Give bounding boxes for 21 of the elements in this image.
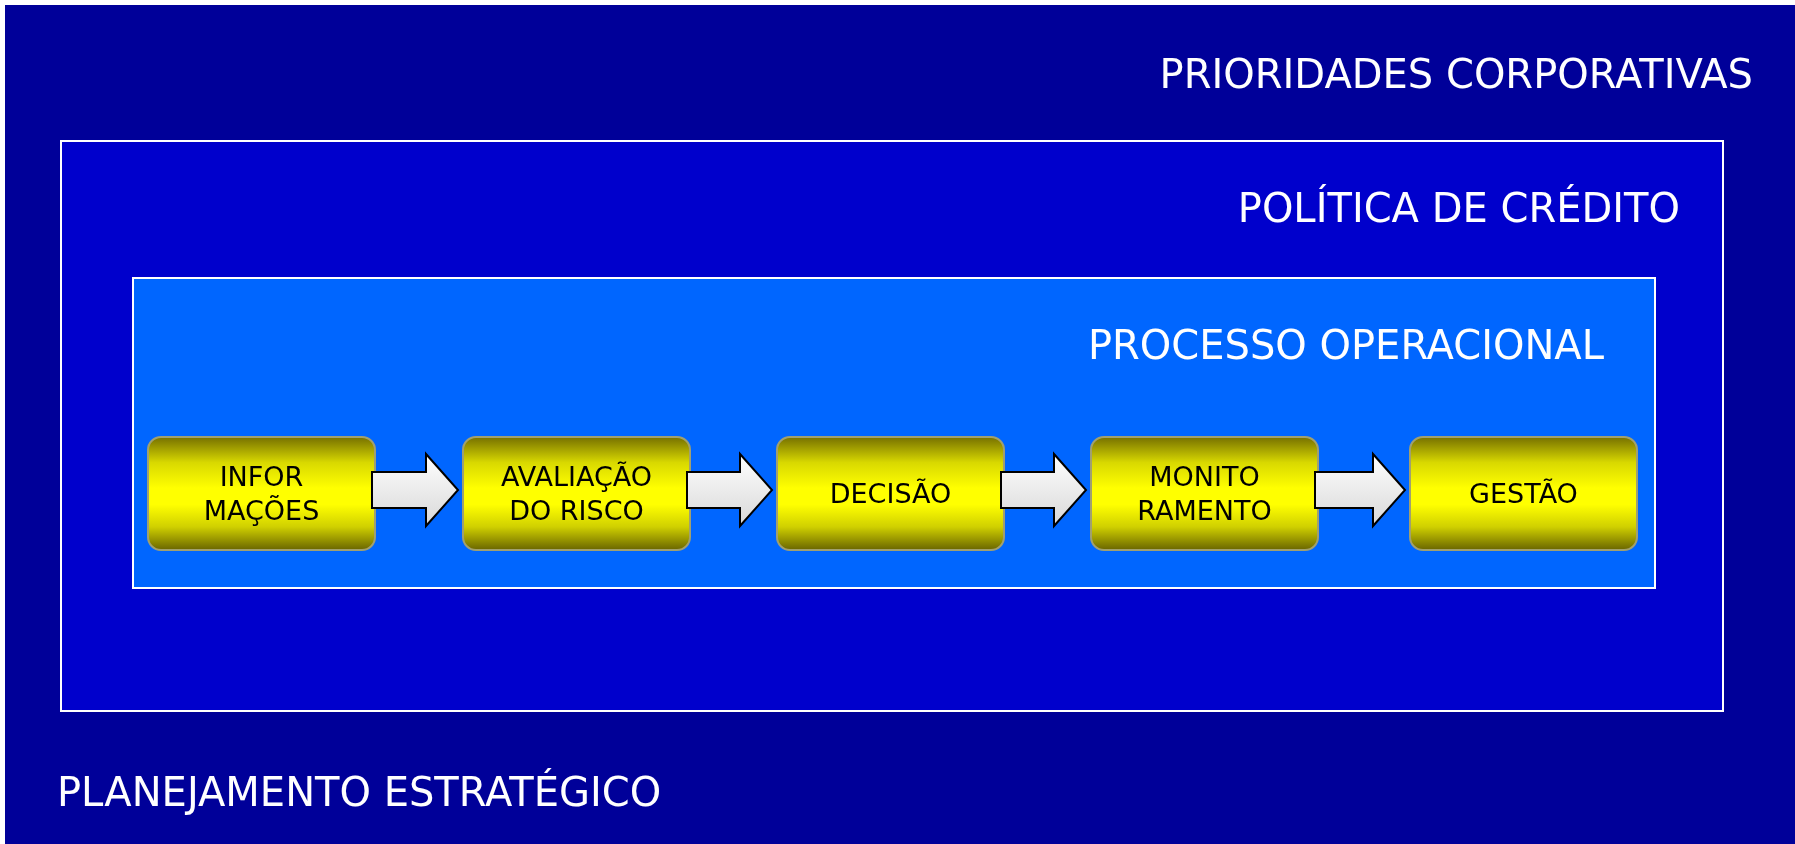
process-step-box	[776, 436, 1005, 551]
step-label: AVALIAÇÃO DO RISCO	[499, 459, 654, 528]
section-title: PRIORIDADES CORPORATIVAS	[1159, 50, 1753, 98]
block-arrow	[686, 451, 774, 529]
section-title: POLÍTICA DE CRÉDITO	[1237, 184, 1680, 232]
section-title: PROCESSO OPERACIONAL	[1087, 321, 1604, 369]
section-title: PLANEJAMENTO ESTRATÉGICO	[57, 768, 662, 816]
container-panel	[132, 277, 1656, 589]
process-step-box	[1090, 436, 1319, 551]
step-label: INFOR MAÇÕES	[202, 459, 321, 528]
step-label: GESTÃO	[1468, 476, 1579, 511]
block-arrow	[1000, 451, 1088, 529]
container-panel	[60, 140, 1724, 712]
process-step-box	[462, 436, 691, 551]
block-arrow	[371, 451, 460, 529]
step-label: MONITO RAMENTO	[1136, 459, 1273, 528]
container-panel	[5, 5, 1795, 844]
process-step-box	[147, 436, 376, 551]
step-label: DECISÃO	[828, 476, 953, 511]
process-step-box	[1409, 436, 1638, 551]
block-arrow	[1314, 451, 1407, 529]
